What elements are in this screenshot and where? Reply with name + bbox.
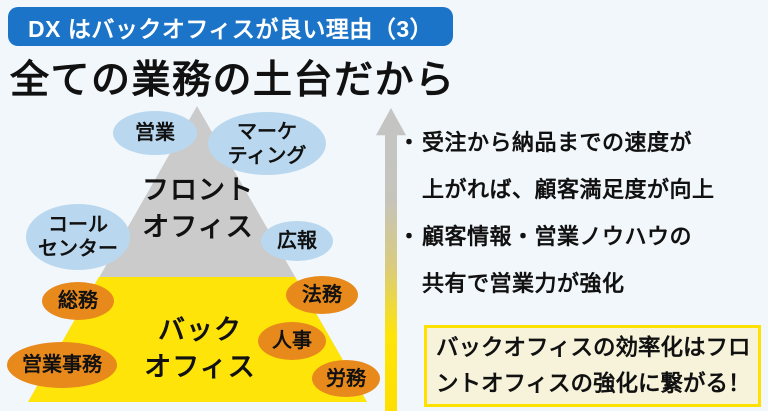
- bullet-marker: ・: [398, 130, 421, 155]
- bubble-labor: 労務: [312, 360, 380, 397]
- bubble-general-affairs: 総務: [42, 282, 114, 320]
- callout-line-1: バックオフィスの効率化はフロ: [436, 335, 751, 360]
- front-office-label: フロント オフィス: [142, 175, 254, 242]
- back-office-label: バック オフィス: [144, 315, 256, 382]
- callout-line-2: ントオフィスの強化に繋がる！: [436, 371, 751, 396]
- bullet-marker: ・: [398, 224, 421, 249]
- page-title: 全ての業務の土台だから: [10, 59, 456, 102]
- title-banner-text: DX はバックオフィスが良い理由（3）: [28, 15, 434, 42]
- benefits-list: ・ 受注から納品までの速度が 上がれば、顧客満足度が向上 ・ 顧客情報・営業ノウ…: [398, 119, 764, 307]
- bubble-sales: 営業: [113, 111, 197, 155]
- benefit-item-2-text: 顧客情報・営業ノウハウの 共有で営業力が強化: [422, 213, 692, 307]
- bubble-hr: 人事: [258, 322, 326, 360]
- bubble-marketing: マーケ ティング: [208, 112, 326, 175]
- benefit-item-1: ・ 受注から納品までの速度が 上がれば、顧客満足度が向上: [398, 119, 764, 213]
- title-banner: DX はバックオフィスが良い理由（3）: [8, 7, 454, 46]
- bubble-public-relations: 広報: [261, 221, 333, 261]
- benefit-2-line-1: 顧客情報・営業ノウハウの: [422, 224, 693, 249]
- bubble-sales-admin: 営業事務: [7, 342, 117, 388]
- benefit-1-line-1: 受注から納品までの速度が: [422, 130, 693, 155]
- benefit-2-line-2: 共有で営業力が強化: [422, 271, 625, 296]
- bubble-call-center: コール センター: [26, 204, 130, 270]
- benefit-item-1-text: 受注から納品までの速度が 上がれば、顧客満足度が向上: [422, 119, 715, 213]
- benefit-1-line-2: 上がれば、顧客満足度が向上: [422, 177, 715, 202]
- conclusion-callout-box: バックオフィスの効率化はフロ ントオフィスの強化に繋がる！: [424, 325, 761, 407]
- bubble-legal: 法務: [286, 276, 358, 314]
- benefit-item-2: ・ 顧客情報・営業ノウハウの 共有で営業力が強化: [398, 213, 764, 307]
